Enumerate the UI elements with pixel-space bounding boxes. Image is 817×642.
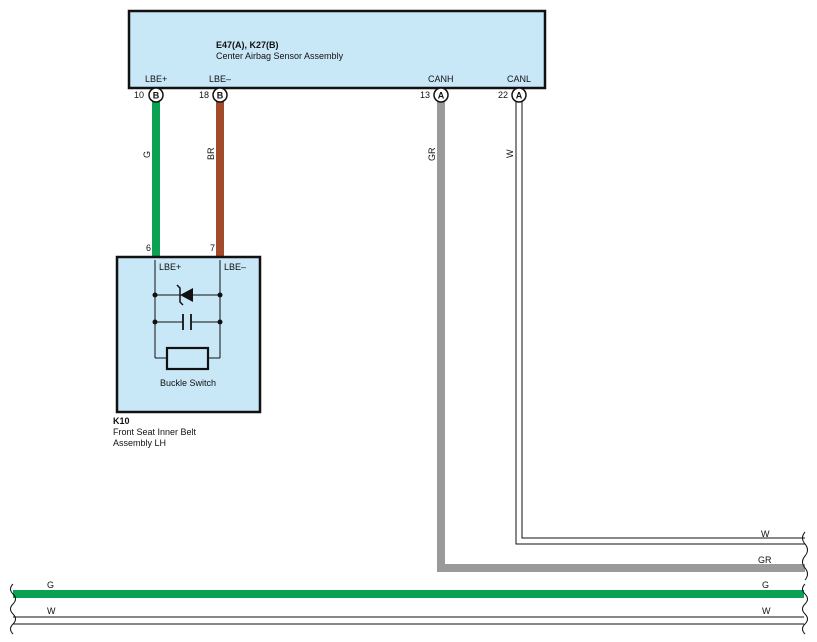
buckle-switch-label: Buckle Switch — [160, 378, 216, 388]
bus-label-w-top: W — [761, 529, 770, 539]
junction-dots — [152, 292, 223, 325]
ecu-box — [127, 9, 547, 90]
wire-label-gr: GR — [427, 147, 437, 161]
component-pin-num-6: 6 — [146, 243, 151, 253]
component-pin-num-7: 7 — [210, 243, 215, 253]
ecu-pin-label-canl: CANL — [507, 74, 531, 84]
component-name-line2: Assembly LH — [113, 438, 166, 448]
wire-label-br: BR — [206, 147, 216, 160]
ecu-name: Center Airbag Sensor Assembly — [216, 51, 344, 61]
component-box — [115, 255, 262, 414]
break-marks-left — [10, 583, 16, 635]
component-name-line1: Front Seat Inner Belt — [113, 427, 197, 437]
ecu-pin-circle-10: B — [148, 87, 164, 103]
wire-label-w: W — [505, 149, 515, 158]
bus-label-w-right: W — [762, 606, 771, 616]
zener-diode-icon — [176, 284, 193, 306]
svg-text:A: A — [516, 91, 523, 101]
ecu-pin-num-22: 22 — [498, 90, 508, 100]
ecu-pin-label-lbe-minus: LBE– — [209, 74, 231, 84]
component-pin-label-lbe-minus: LBE– — [224, 262, 246, 272]
wire-canl — [515, 101, 805, 545]
component-pin-label-lbe-plus: LBE+ — [159, 262, 181, 272]
ecu-pin-num-10: 10 — [134, 90, 144, 100]
wire-canl-outline — [521, 101, 805, 539]
svg-text:B: B — [217, 91, 224, 101]
wire-canh — [437, 101, 805, 572]
ecu-pin-circle-22: A — [511, 87, 527, 103]
ecu-pin-label-canh: CANH — [428, 74, 454, 84]
bus-label-gr: GR — [758, 555, 772, 565]
svg-text:B: B — [153, 91, 160, 101]
ecu-code: E47(A), K27(B) — [216, 40, 279, 50]
buckle-switch-icon — [165, 346, 210, 371]
wire-label-g: G — [142, 151, 152, 158]
bus-label-g-left: G — [47, 580, 54, 590]
bus-label-g-right: G — [762, 580, 769, 590]
ecu-pin-label-lbe-plus: LBE+ — [145, 74, 167, 84]
ecu-pin-num-18: 18 — [199, 90, 209, 100]
break-marks-right — [802, 531, 808, 635]
component-code: K10 — [113, 416, 130, 426]
ecu-pin-num-13: 13 — [420, 90, 430, 100]
bus-label-w-left: W — [47, 606, 56, 616]
ecu-pin-circle-13: A — [433, 87, 449, 103]
svg-text:A: A — [438, 91, 445, 101]
ecu-pin-circle-18: B — [212, 87, 228, 103]
